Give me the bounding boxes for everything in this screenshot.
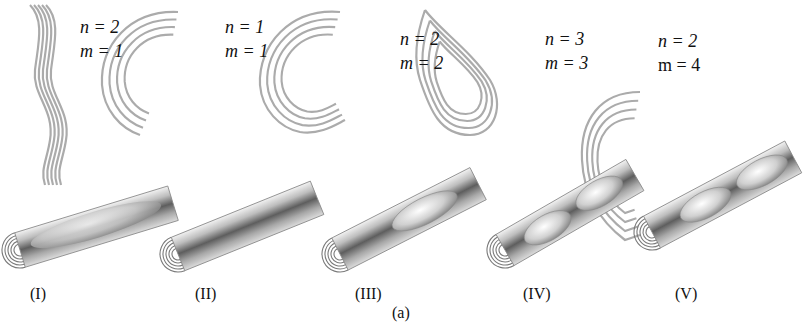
tube-illustration [155,181,324,277]
panel-label: (II) [195,285,216,303]
mode-number: m = 4 [658,56,700,76]
mode-number: n = 3 [545,30,584,50]
tube-illustration [480,159,643,274]
mode-number: m = 1 [225,42,268,62]
panel-label: (I) [30,285,46,303]
tube-illustration [0,186,178,272]
tube-illustration [628,141,802,256]
panel-label: (III) [355,285,382,303]
panel-label: (IV) [523,285,551,303]
mode-number: m = 1 [80,42,123,62]
tube-illustration [316,168,486,279]
figure-label: (a) [392,304,410,322]
mode-number: m = 2 [400,54,443,74]
mode-number: m = 3 [545,54,588,74]
mode-number: n = 2 [400,30,439,50]
panel-label: (V) [675,285,697,303]
mode-number: n = 2 [658,32,697,52]
contour-curves [260,12,345,133]
mode-number: n = 2 [80,18,119,38]
contour-curves [30,5,67,185]
mode-number: n = 1 [225,18,264,38]
